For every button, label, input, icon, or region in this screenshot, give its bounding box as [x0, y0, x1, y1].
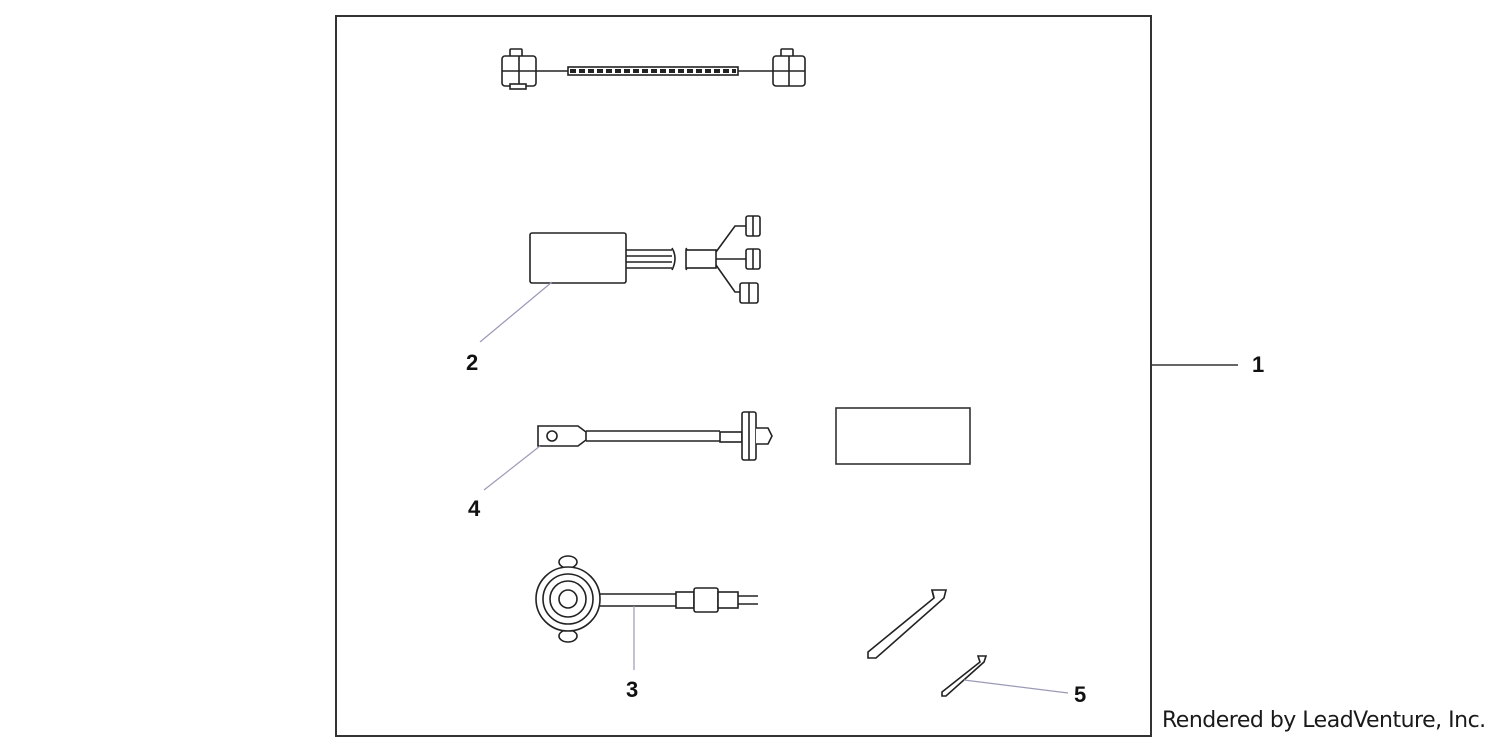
callout-control-unit[interactable]: 2: [466, 350, 478, 375]
leader-clamp: [963, 679, 1069, 694]
control-unit[interactable]: [529, 215, 761, 304]
callout-buzzer[interactable]: 3: [626, 677, 638, 702]
leader-sub-harness: [483, 445, 541, 491]
cable-tie-small[interactable]: [941, 655, 988, 697]
callout-kit[interactable]: 1: [1252, 352, 1264, 377]
leader-control-unit: [479, 281, 553, 343]
render-credit: Rendered by LeadVenture, Inc.: [1162, 708, 1486, 733]
kit-frame: [335, 15, 1152, 737]
callout-clamp[interactable]: 5: [1074, 682, 1086, 707]
sub-harness[interactable]: [537, 411, 773, 461]
cable-tie-large[interactable]: [867, 589, 948, 659]
instruction-sheet[interactable]: [835, 407, 971, 465]
main-harness[interactable]: [501, 48, 806, 90]
callout-sub-harness[interactable]: 4: [468, 496, 481, 521]
buzzer[interactable]: [535, 555, 758, 643]
